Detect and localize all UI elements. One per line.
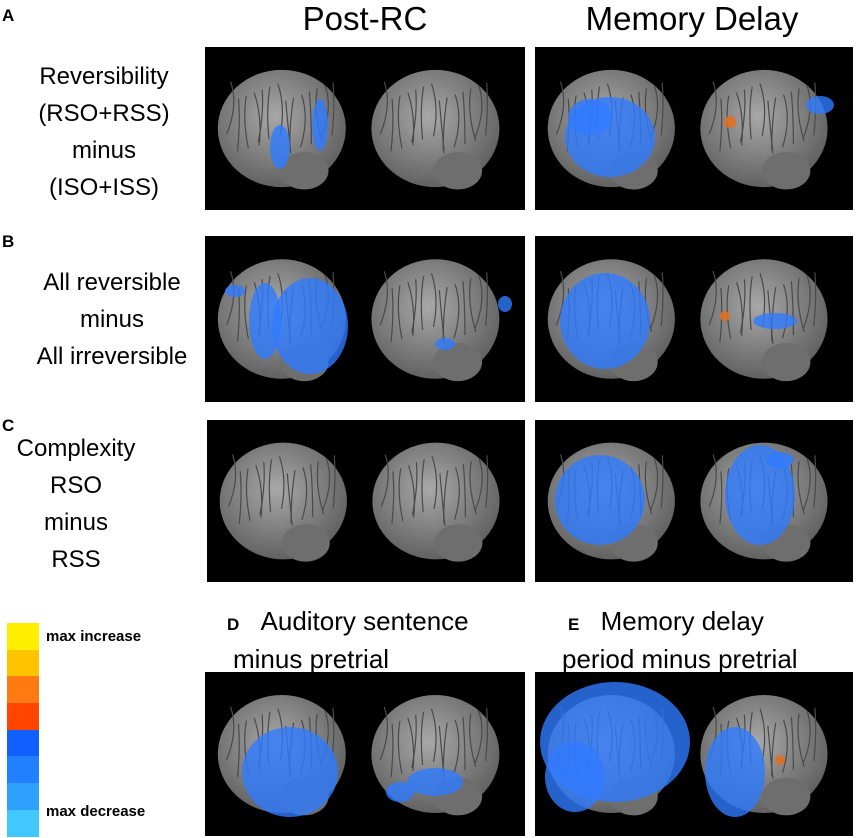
- activation-increase: [724, 116, 736, 128]
- activation-decrease: [435, 338, 455, 350]
- row-label-a: Reversibility (RSO+RSS) minus (ISO+ISS): [38, 63, 170, 201]
- brain-panel-b-memory-delay: [535, 236, 853, 402]
- activation-decrease: [753, 313, 797, 329]
- legend-swatch: [7, 783, 39, 810]
- activation-decrease: [386, 782, 414, 802]
- panel-letter-a: A: [2, 6, 15, 25]
- brain-render: [217, 694, 500, 817]
- brain-panel-a-memory-delay: [535, 47, 853, 210]
- brain-render: [547, 259, 828, 382]
- activation-decrease: [725, 445, 795, 545]
- activation-decrease: [249, 283, 281, 359]
- activation-decrease: [568, 99, 612, 135]
- panel-letter-c: C: [2, 416, 15, 435]
- activation-decrease: [806, 96, 834, 114]
- color-scale-legend: [7, 623, 39, 837]
- brain-render: [540, 682, 828, 817]
- row-label-c: Complexity RSO minus RSS: [16, 435, 136, 573]
- column-title-memory-delay: Memory Delay: [585, 0, 799, 37]
- legend-swatch: [7, 756, 39, 784]
- legend-swatch: [7, 703, 39, 730]
- activation-increase: [775, 755, 785, 765]
- legend-swatch: [7, 649, 39, 677]
- brain-panel-c-post-rc: [207, 420, 525, 582]
- activation-decrease: [225, 285, 245, 297]
- activation-decrease: [498, 296, 512, 312]
- column-title-post-rc: Post-RC: [302, 0, 428, 37]
- legend-swatch: [7, 676, 39, 704]
- brain-render: [217, 69, 500, 190]
- legend-max-decrease-label: max decrease: [46, 803, 146, 820]
- panel-letter-d: D: [227, 615, 240, 634]
- brain-panel-a-post-rc: [205, 47, 525, 210]
- activation-decrease: [312, 99, 328, 151]
- legend-max-increase-label: max increase: [46, 628, 142, 645]
- brain-render: [547, 442, 828, 562]
- activation-increase: [720, 311, 730, 321]
- activation-decrease: [555, 455, 645, 545]
- brain-render: [219, 442, 500, 562]
- activation-decrease: [270, 125, 290, 169]
- activation-decrease: [407, 768, 463, 796]
- caption-d: D Auditory sentence minus pretrial: [227, 606, 469, 674]
- row-label-b: All reversible minus All irreversible: [36, 269, 188, 370]
- activation-decrease: [766, 452, 794, 468]
- activation-decrease: [560, 273, 650, 369]
- legend-swatch: [7, 623, 39, 650]
- legend-swatch: [7, 809, 39, 837]
- brain-panel-e: [535, 672, 853, 836]
- panel-letter-e: E: [568, 615, 580, 634]
- caption-e: E Memory delay period minus pretrial: [562, 606, 798, 674]
- activation-decrease: [272, 278, 348, 374]
- brain-panel-d: [205, 672, 525, 836]
- panel-letter-b: B: [2, 232, 15, 251]
- brain-render: [217, 259, 512, 382]
- activation-decrease: [545, 742, 605, 812]
- activation-decrease: [242, 727, 338, 817]
- legend-swatch: [7, 729, 39, 757]
- brain-panel-b-post-rc: [205, 236, 525, 402]
- brain-render: [547, 69, 834, 190]
- activation-decrease: [705, 727, 765, 817]
- brain-panel-c-memory-delay: [535, 420, 853, 582]
